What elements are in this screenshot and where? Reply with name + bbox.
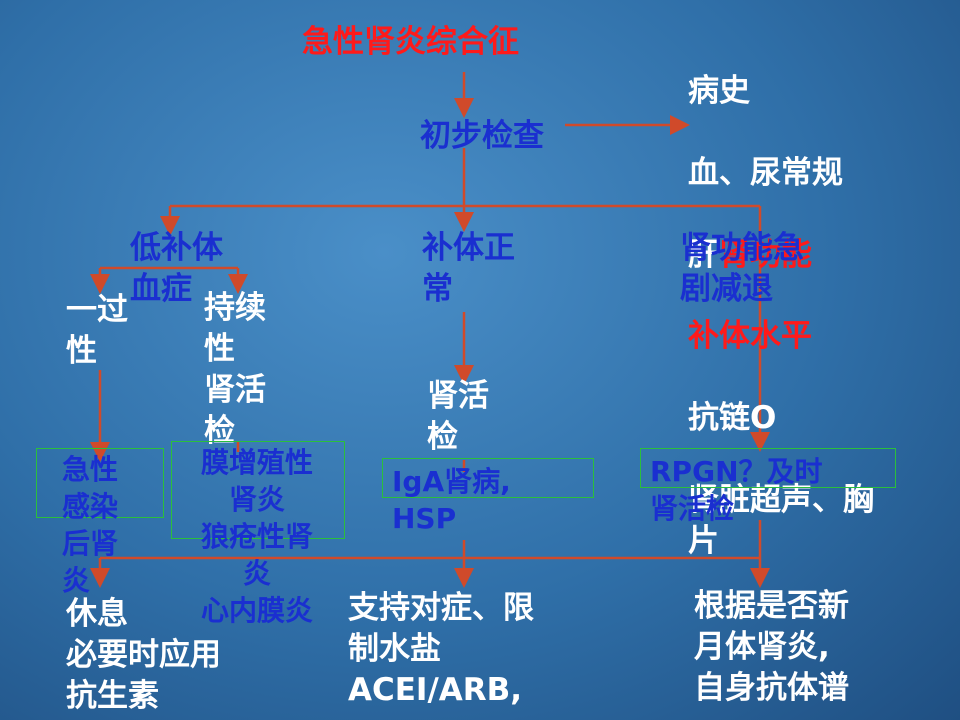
- transient-node: 一过 性: [66, 292, 128, 369]
- low-complement-node: 低补体 血症: [130, 230, 223, 307]
- iga-box: [382, 458, 594, 498]
- normal-complement-node: 补体正 常: [422, 230, 515, 307]
- treatment-right: 根据是否新 月体肾炎, 自身抗体谱: [694, 588, 849, 706]
- exam-blood-urine: 血、尿常规: [688, 154, 843, 191]
- rpgn-node: RPGN？及时 肾活检: [650, 455, 823, 525]
- exam-liver: 肝: [688, 236, 719, 273]
- initial-check-node: 初步检查: [420, 118, 544, 154]
- post-infection-box: [36, 448, 164, 518]
- post-infection-node: 急性 感染 后肾 炎: [62, 453, 119, 597]
- treatment-mid: 支持对症、限 制水盐 ACEI/ARB,: [348, 590, 534, 708]
- mpgn-node: 膜增殖性 肾炎 狼疮性肾 炎 心内膜炎: [200, 446, 313, 627]
- exam-kidney-function: 肾功能: [719, 236, 812, 273]
- treatment-left: 休息 必要时应用 抗生素: [66, 596, 221, 714]
- rpgn-box: [640, 448, 896, 488]
- exam-history: 病史: [688, 72, 750, 109]
- biopsy-mid-node: 肾活 检: [427, 378, 489, 455]
- iga-node: IgA肾病, HSP: [392, 465, 511, 535]
- mpgn-box: [171, 441, 345, 539]
- exam-liver-kidney: 肝肾功能: [688, 235, 958, 276]
- exams-list: 病史 血、尿常规 肝肾功能 补体水平 抗链O 肾脏超声、胸 片: [688, 30, 958, 603]
- rapid-decline-node: 肾功能急 剧减退: [680, 230, 804, 307]
- diagram-title: 急性肾炎综合征: [302, 24, 519, 60]
- persistent-node: 持续 性 肾活 检: [204, 290, 266, 449]
- exam-complement: 补体水平: [688, 318, 812, 355]
- exam-aso: 抗链O: [688, 400, 777, 437]
